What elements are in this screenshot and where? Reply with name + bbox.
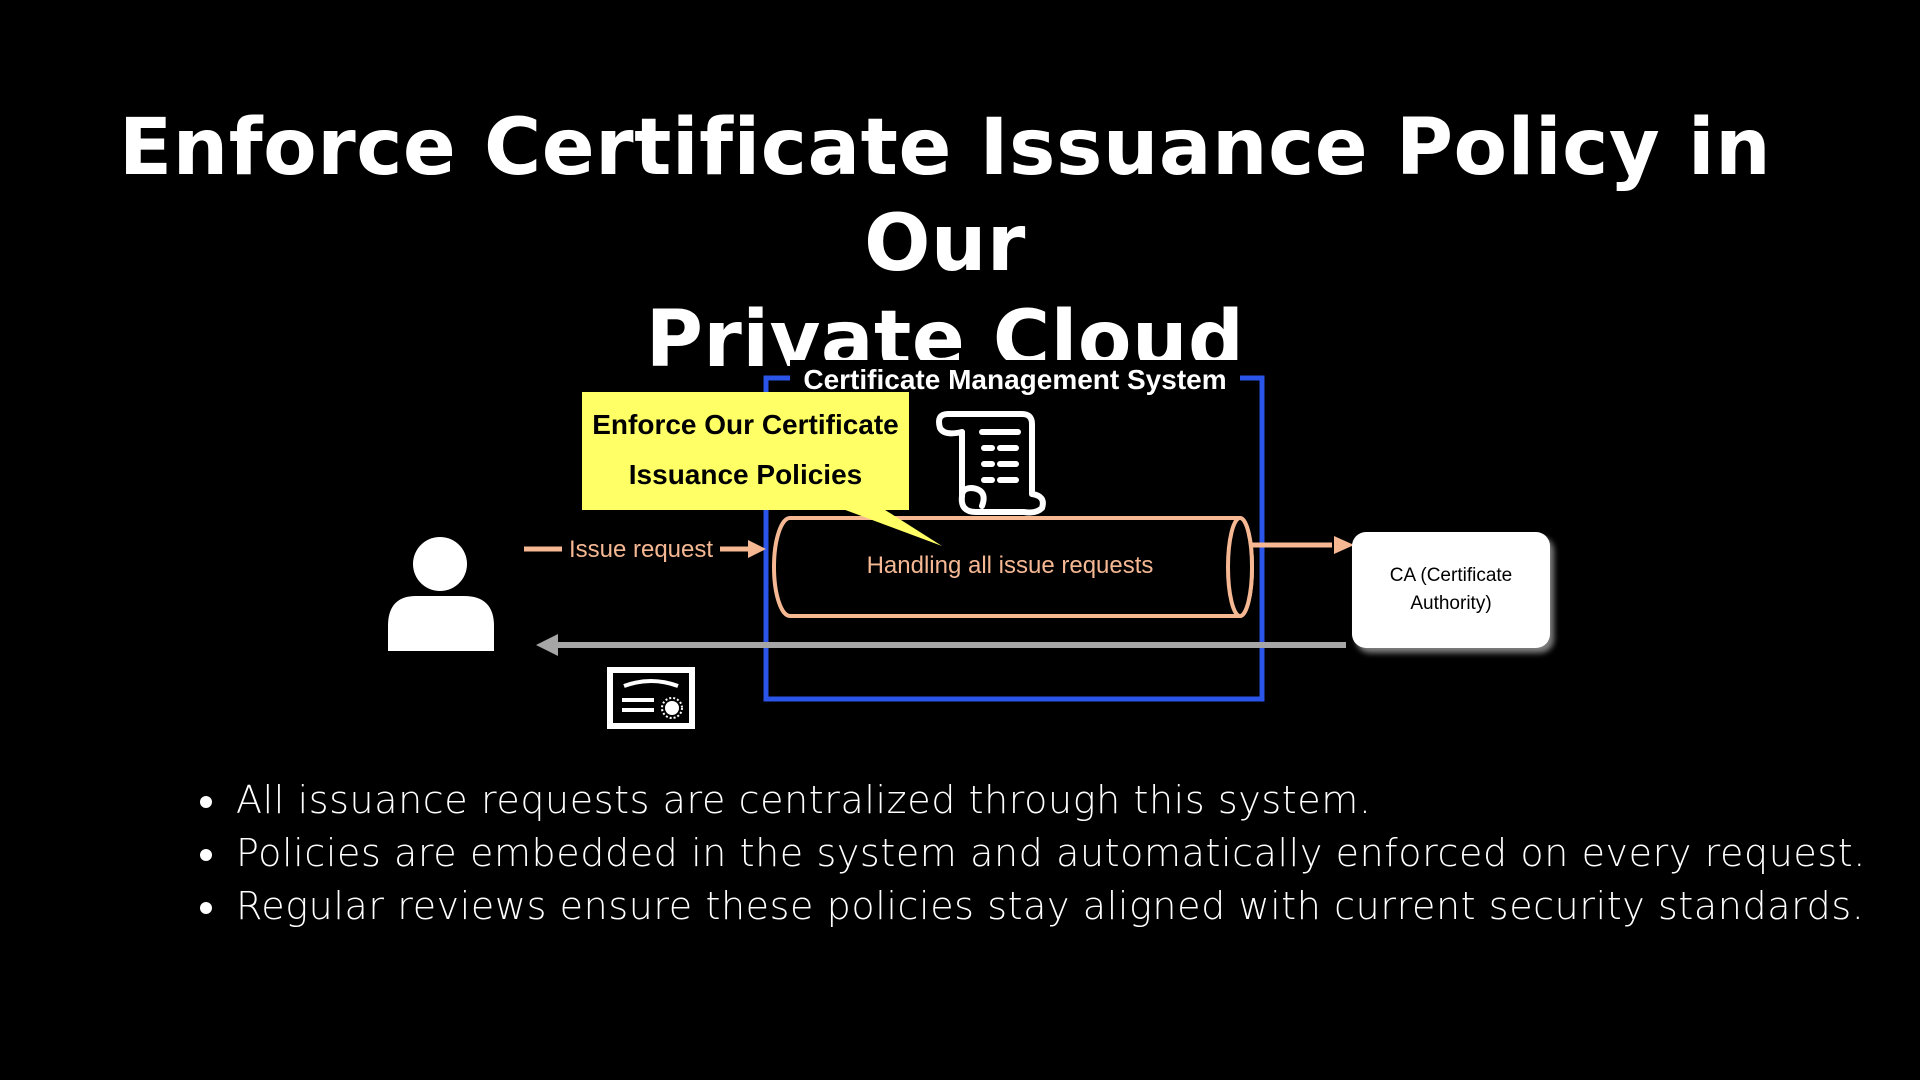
user-icon xyxy=(388,537,494,651)
bullet-item: Regular reviews ensure these policies st… xyxy=(196,880,1864,933)
bullet-item: Policies are embedded in the system and … xyxy=(196,827,1865,880)
callout-line-1: Enforce Our Certificate xyxy=(592,409,899,440)
slide-title: Enforce Certificate Issuance Policy in O… xyxy=(100,100,1790,388)
ca-label-line-1: CA (Certificate xyxy=(1389,565,1513,586)
policy-callout: Enforce Our Certificate Issuance Policie… xyxy=(582,392,909,510)
bullet-dot xyxy=(200,849,212,861)
callout-line-2: Issuance Policies xyxy=(628,459,863,490)
ca-box: CA (Certificate Authority) xyxy=(1352,532,1550,648)
pipe-label: Handling all issue requests xyxy=(866,552,1154,579)
issue-request-label: Issue request xyxy=(562,532,720,568)
bullet-dot xyxy=(200,902,212,914)
bullet-list: All issuance requests are centralized th… xyxy=(196,774,1865,933)
bullet-text: All issuance requests are centralized th… xyxy=(236,778,1372,822)
bullet-text: Policies are embedded in the system and … xyxy=(236,831,1866,875)
bullet-text: Regular reviews ensure these policies st… xyxy=(236,884,1865,928)
certificate-return-arrow xyxy=(536,634,1346,656)
ca-label-line-2: Authority) xyxy=(1410,593,1492,614)
certificate-icon xyxy=(607,667,695,729)
request-pipe xyxy=(772,516,1254,618)
callout-pointer xyxy=(840,508,942,546)
bullet-dot xyxy=(200,796,212,808)
pipe-to-ca-arrow xyxy=(1252,536,1354,554)
bullet-item: All issuance requests are centralized th… xyxy=(196,774,1816,827)
slide-title-line-1: Enforce Certificate Issuance Policy in O… xyxy=(118,103,1772,289)
policy-scroll-icon xyxy=(936,411,1046,516)
